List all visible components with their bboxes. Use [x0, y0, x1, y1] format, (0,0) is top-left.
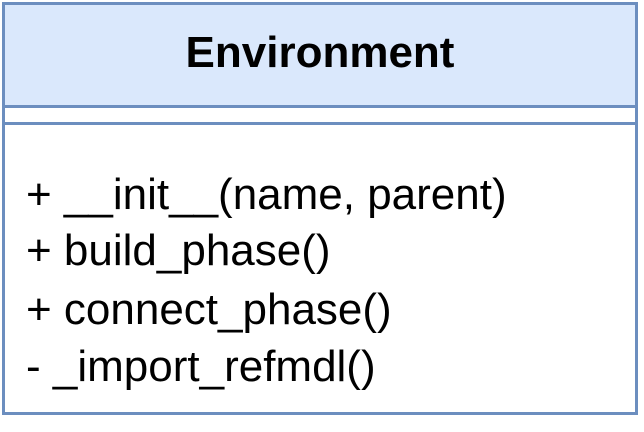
method-import-refmdl: - _import_refmdl() [26, 342, 376, 391]
method-init: + __init__(name, parent) [26, 170, 507, 219]
class-header: Environment [5, 5, 635, 108]
class-name: Environment [185, 28, 455, 77]
method-connect-phase: + connect_phase() [26, 285, 392, 334]
method-build-phase: + build_phase() [26, 226, 331, 275]
attributes-section [5, 108, 635, 125]
uml-class-environment[interactable]: Environment + __init__(name, parent) + b… [2, 2, 638, 415]
methods-section: + __init__(name, parent) + build_phase()… [5, 125, 635, 412]
